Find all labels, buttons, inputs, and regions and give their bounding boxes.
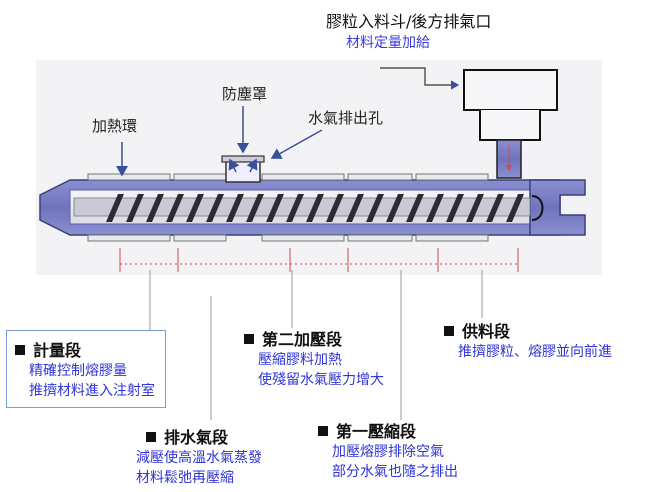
section-line: 材料鬆弛再壓縮: [136, 470, 234, 486]
screw-flight: [326, 194, 344, 222]
screw-flight: [306, 194, 324, 222]
screw-flight: [406, 194, 424, 222]
section-line: 部分水氣也隨之排出: [332, 464, 458, 480]
bullet-square-icon: [244, 334, 254, 344]
section-line: 加壓熔膠排除空氣: [332, 444, 444, 460]
section-line: 使殘留水氣壓力增大: [258, 372, 384, 388]
screw-flight: [486, 194, 504, 222]
screw-flight: [106, 194, 124, 222]
screw-end: [531, 195, 544, 221]
feed-arrow: [380, 67, 460, 90]
section-title: 供料段: [462, 322, 511, 341]
bullet-square-icon: [444, 326, 454, 336]
section-second-compression: 第二加壓段 壓縮膠料加熱 使殘留水氣壓力增大: [244, 326, 384, 390]
screw-flight: [366, 194, 384, 222]
section-exhaust: 排水氣段 減壓使高溫水氣蒸發 材料鬆弛再壓縮: [136, 424, 262, 488]
section-feeding: 供料段 推擠膠粒、熔膠並向前進: [444, 318, 612, 362]
vent-hole-label: 水氣排出孔: [308, 109, 384, 127]
bullet-square-icon: [146, 432, 156, 442]
section-title: 第二加壓段: [262, 330, 343, 349]
vent-hole-leader: [270, 129, 323, 159]
hopper-subtitle: 材料定量加給: [346, 35, 430, 51]
screw-flight: [246, 194, 264, 222]
screw-flight: [466, 194, 484, 222]
section-leaders: [149, 270, 483, 420]
screw-flight: [266, 194, 284, 222]
screw-flight: [126, 194, 144, 222]
screw-flight: [346, 194, 364, 222]
section-line: 精確控制熔膠量: [29, 363, 127, 379]
dust-cover-label: 防塵罩: [222, 85, 268, 103]
screw-flight: [426, 194, 444, 222]
hopper-title: 膠粒入料斗/後方排氣口: [326, 12, 492, 31]
screw-flight: [506, 194, 524, 222]
section-line: 減壓使高溫水氣蒸發: [136, 450, 262, 466]
bullet-square-icon: [15, 345, 25, 355]
screw-flight: [286, 194, 304, 222]
section-dimension-line: [119, 248, 519, 272]
vent-dust-cover: [221, 155, 265, 183]
screw-flight: [226, 194, 244, 222]
section-line: 壓縮膠料加熱: [258, 352, 342, 368]
screw-flight: [146, 194, 164, 222]
screw: [73, 194, 531, 222]
section-first-compression: 第一壓縮段 加壓熔膠排除空氣 部分水氣也隨之排出: [318, 418, 458, 482]
section-title: 計量段: [33, 341, 82, 360]
section-title: 第一壓縮段: [336, 422, 417, 441]
screw-flight: [186, 194, 204, 222]
section-line: 推擠材料進入注射室: [29, 383, 155, 399]
section-metering: 計量段 精確控制熔膠量 推擠材料進入注射室: [6, 330, 166, 408]
bullet-square-icon: [318, 426, 328, 436]
screw-flight: [206, 194, 224, 222]
heating-ring-label: 加熱環: [92, 117, 138, 135]
heater-bands: [87, 173, 489, 242]
screw-flight: [446, 194, 464, 222]
screw-flight: [386, 194, 404, 222]
section-line: 推擠膠粒、熔膠並向前進: [458, 344, 612, 360]
section-title: 排水氣段: [164, 428, 229, 447]
screw-flight: [166, 194, 184, 222]
